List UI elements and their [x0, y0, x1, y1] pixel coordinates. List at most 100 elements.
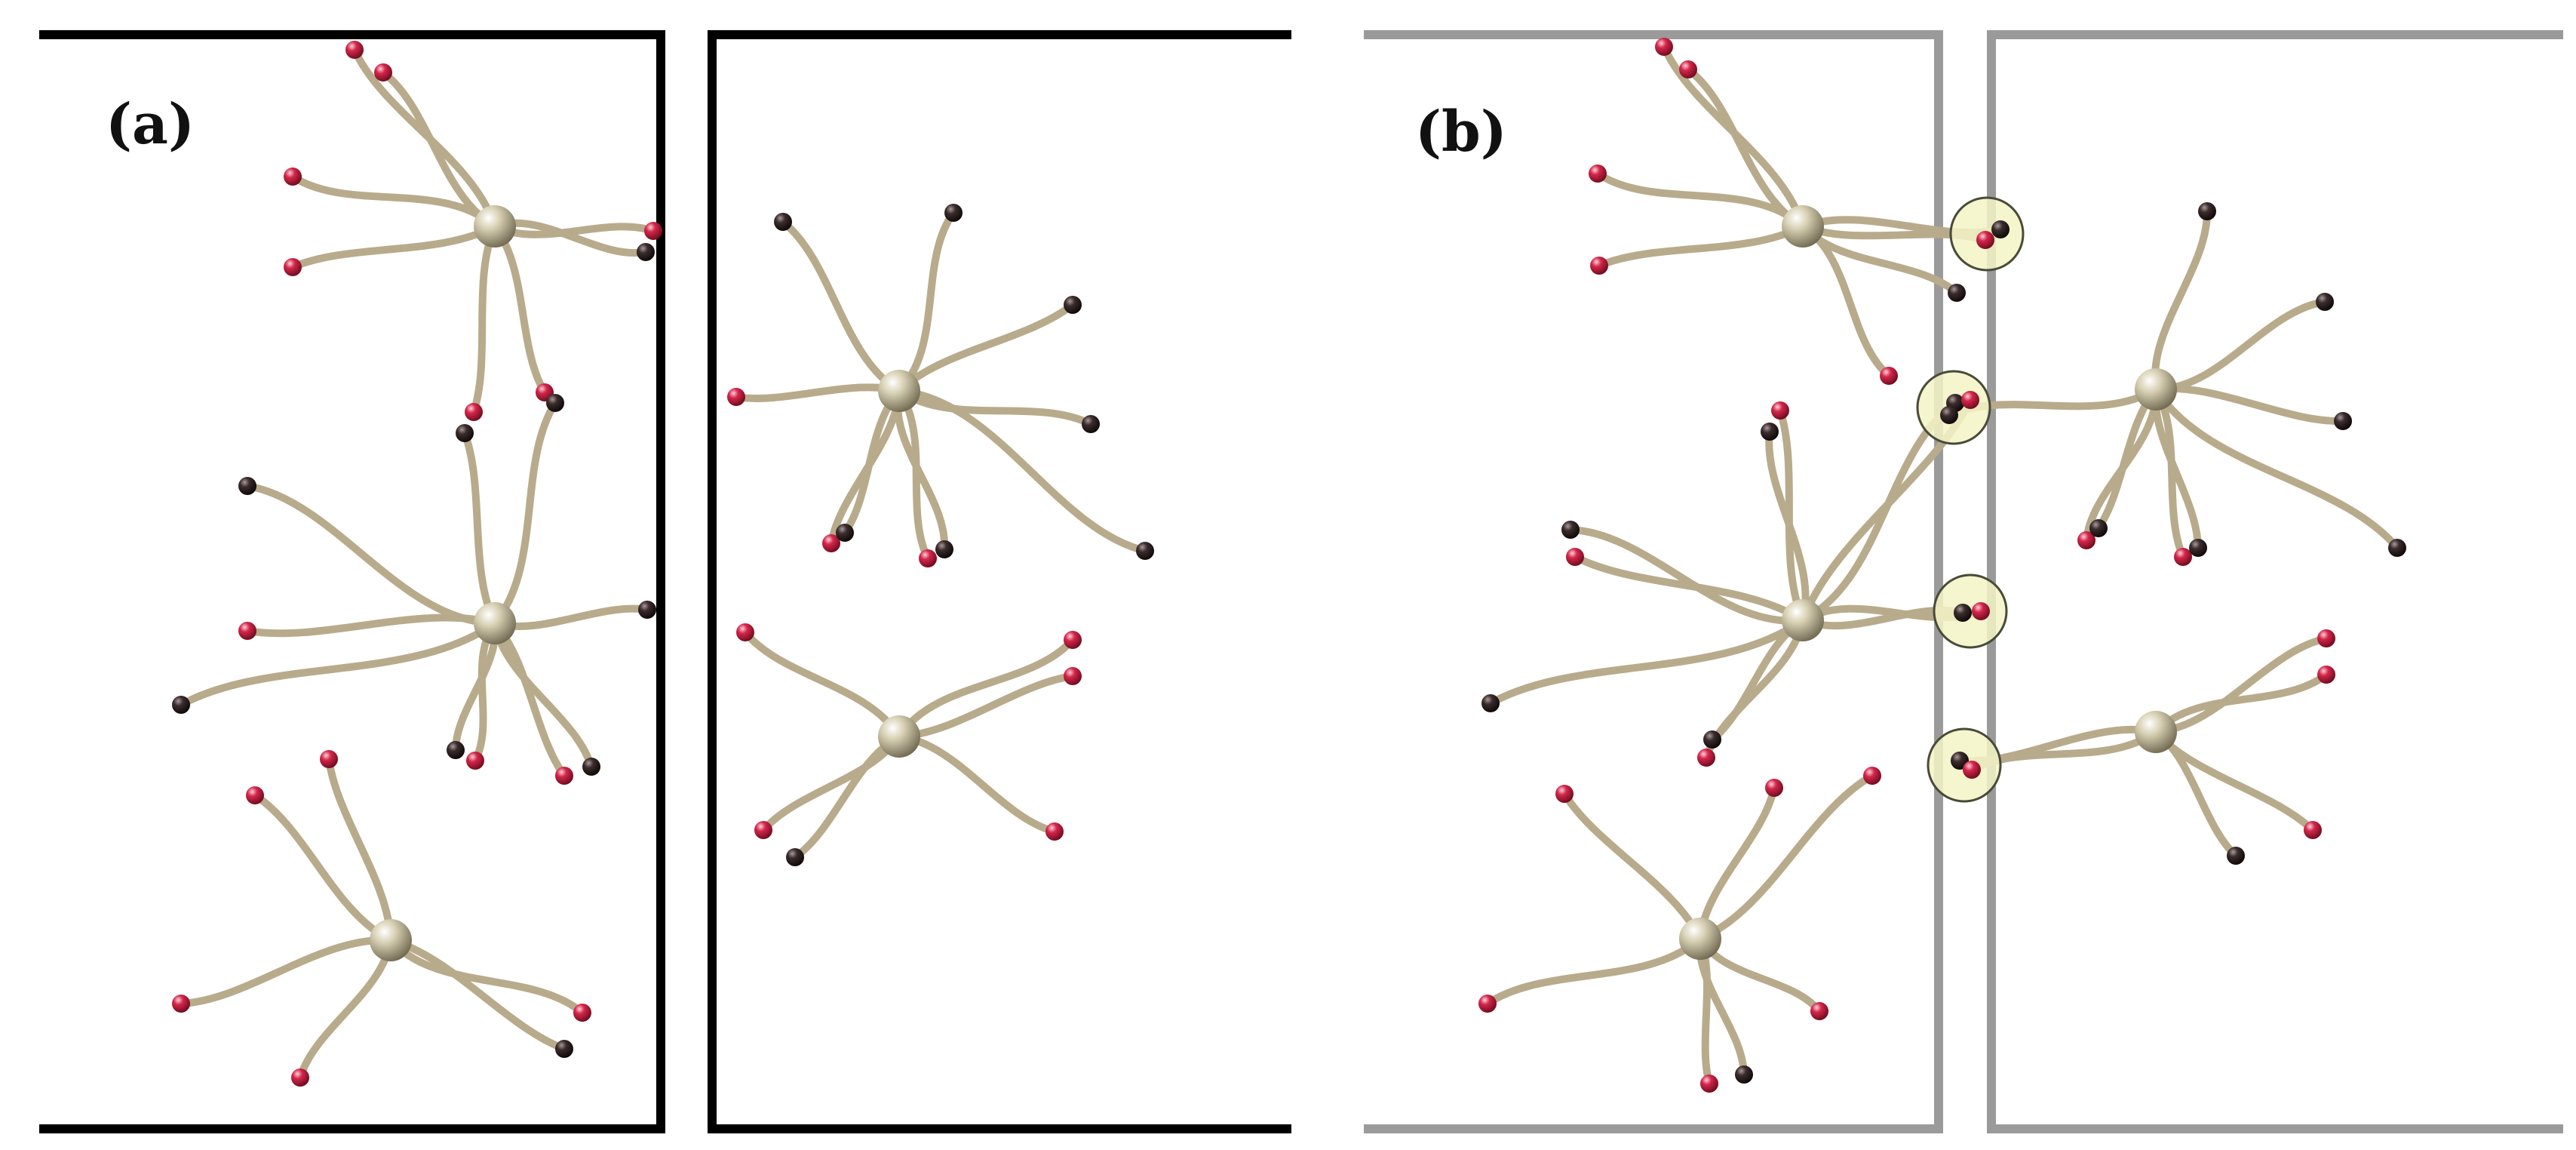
red-end-bead — [466, 752, 484, 770]
red-end-bead — [1880, 367, 1898, 385]
polymer-arm — [2152, 298, 2329, 394]
dark-end-bead — [447, 741, 465, 759]
polymer-arm — [895, 387, 1095, 428]
polymer-arm — [325, 755, 395, 944]
dark-end-bead — [836, 524, 854, 542]
dark-end-bead — [638, 601, 656, 619]
polymer-arm — [387, 936, 568, 1053]
red-end-bead — [1566, 548, 1584, 566]
dark-end-bead — [1561, 521, 1580, 539]
polymer-arm — [177, 620, 499, 709]
red-end-bead — [1765, 779, 1783, 797]
red-end-bead — [727, 388, 745, 406]
dark-end-bead — [2198, 202, 2216, 220]
polymer-arm — [779, 218, 903, 395]
dark-end-bead — [172, 696, 190, 714]
dark-end-bead — [1064, 296, 1082, 314]
red-end-bead — [1972, 602, 1990, 620]
star-core — [1782, 205, 1824, 248]
polymer-arm — [244, 482, 499, 627]
polymer-arm — [461, 429, 499, 627]
polymer-arm — [1799, 223, 1893, 380]
red-end-bead — [2174, 548, 2192, 566]
red-end-bead — [1700, 1075, 1718, 1093]
red-end-bead — [1478, 995, 1497, 1013]
star-core — [2135, 368, 2177, 410]
red-end-bead — [1697, 749, 1715, 767]
polymer-arm — [289, 223, 499, 271]
red-end-bead — [1810, 1002, 1828, 1020]
dark-end-bead — [1954, 604, 1972, 622]
red-end-bead — [822, 534, 840, 552]
dark-end-bead — [1481, 694, 1500, 712]
red-end-bead — [320, 750, 338, 768]
red-end-bead — [1771, 401, 1789, 420]
polymer-arm — [1765, 428, 1810, 624]
red-end-bead — [644, 222, 662, 240]
star-core — [1782, 599, 1824, 641]
polymer-arm — [251, 792, 395, 944]
dark-end-bead — [1735, 1065, 1753, 1084]
dark-end-bead — [2316, 293, 2334, 311]
star-core — [2135, 711, 2177, 753]
red-end-bead — [345, 41, 364, 59]
red-end-bead — [1961, 391, 1979, 409]
panel-a-frames — [39, 30, 1291, 1133]
polymer-arm — [895, 636, 1076, 740]
red-end-bead — [1655, 38, 1673, 56]
red-end-bead — [2317, 666, 2335, 684]
dark-end-bead — [2388, 539, 2406, 557]
red-end-bead — [284, 168, 302, 186]
polymer-arm — [895, 387, 1149, 555]
panel-a: (a) — [39, 30, 1291, 1133]
dark-end-bead — [555, 1040, 573, 1058]
dark-end-bead — [1761, 423, 1779, 441]
red-end-bead — [1976, 231, 1994, 249]
polymer-arm — [387, 936, 586, 1016]
red-end-bead — [754, 821, 772, 839]
polymer-arm — [1594, 170, 1807, 230]
frame-right-box — [708, 30, 1291, 1133]
polymer-arm — [244, 613, 499, 638]
dark-end-bead — [1948, 284, 1966, 302]
frame-left-box-b — [1364, 30, 1943, 1133]
red-end-bead — [555, 767, 573, 785]
polymer-arm — [1487, 617, 1807, 707]
dark-end-bead — [944, 204, 963, 222]
dark-end-bead — [2334, 412, 2352, 430]
polymer-arm — [895, 301, 1076, 395]
polymer-arm — [1484, 935, 1704, 1007]
red-end-bead — [374, 63, 392, 81]
polymer-arm — [895, 672, 1076, 740]
polymer-arm — [289, 173, 499, 230]
panel-b-bond-highlights — [1916, 196, 2025, 803]
dark-end-bead — [582, 758, 600, 776]
polymer-arm — [1571, 553, 1807, 624]
red-end-bead — [246, 786, 264, 804]
panel-a-arm-ends — [172, 41, 1154, 1087]
red-end-bead — [1064, 631, 1082, 649]
panel-b-star-cores — [1679, 205, 2177, 960]
polymer-arm — [491, 223, 657, 238]
star-core — [878, 370, 920, 412]
red-end-bead — [291, 1069, 309, 1087]
polymer-arm — [2151, 208, 2212, 393]
red-end-bead — [1679, 60, 1697, 78]
polymer-arm — [177, 936, 395, 1007]
star-core — [370, 919, 412, 961]
polymer-arm — [2152, 728, 2317, 834]
dark-end-bead — [1940, 406, 1958, 424]
red-end-bead — [1963, 761, 1981, 779]
polymer-arm — [1696, 772, 1876, 942]
dark-end-bead — [1991, 220, 2010, 238]
polymer-arm — [470, 223, 499, 416]
panel-a-label: (a) — [106, 92, 195, 157]
dark-end-bead — [786, 848, 804, 866]
polymer-arm — [732, 383, 903, 403]
polymer-arm — [741, 629, 903, 740]
panel-b: (b) — [1364, 30, 2563, 1133]
frame-right-box-b — [1987, 30, 2563, 1133]
polymer-arm — [491, 399, 559, 627]
polymer-arm — [2095, 386, 2160, 532]
